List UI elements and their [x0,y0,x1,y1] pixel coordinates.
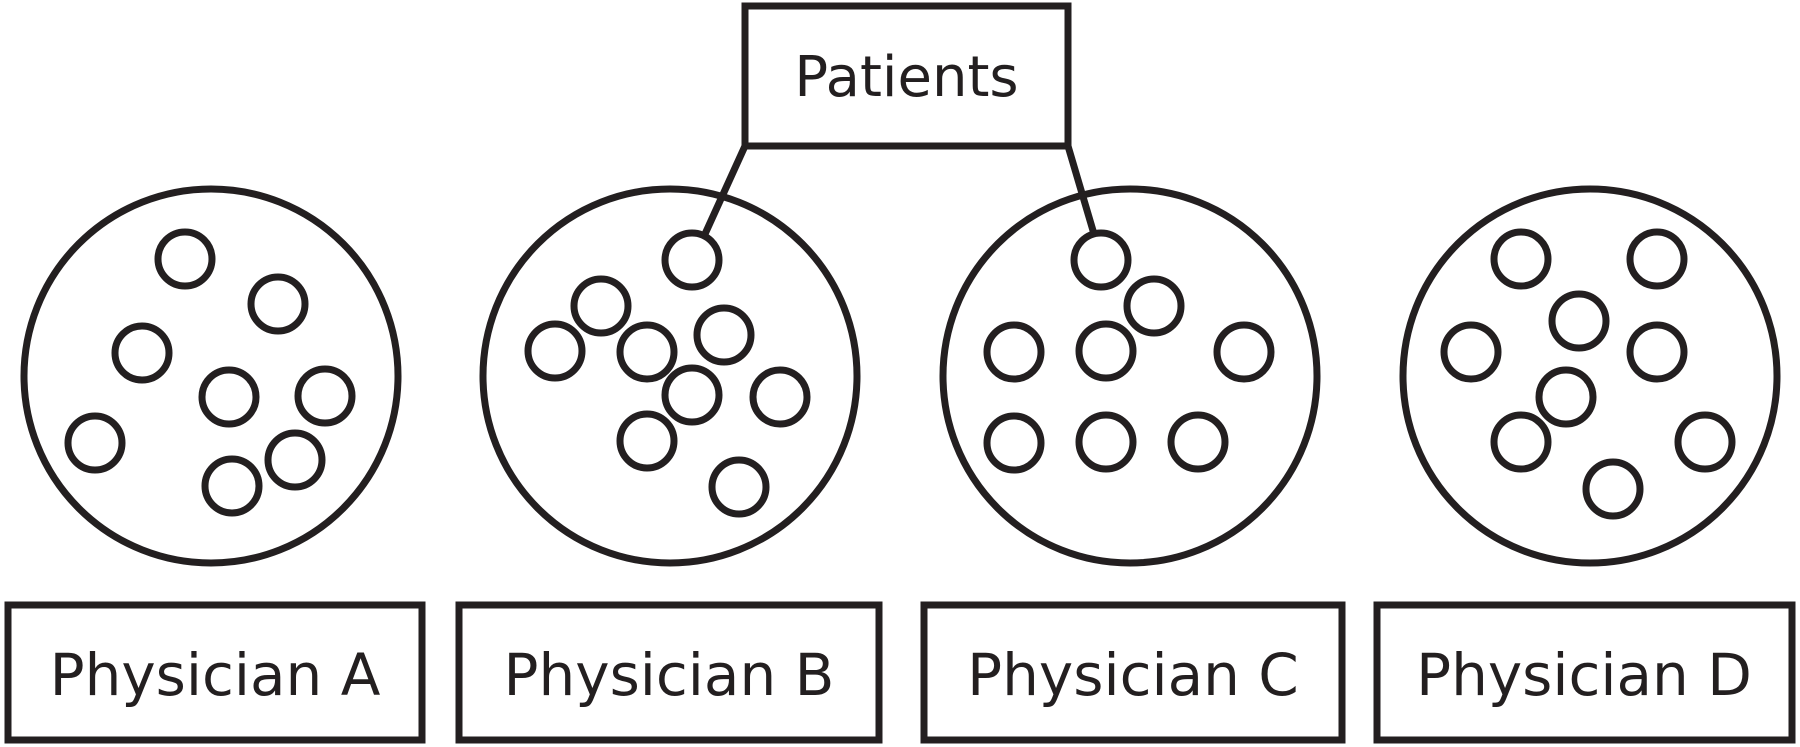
patient-dot [749,366,811,428]
physician-d-box [1373,601,1796,744]
patient-dot [570,275,632,337]
patient-dot [1075,320,1137,382]
patients-header-box [741,2,1072,150]
patient-dot [1490,228,1552,290]
connector-line-to-physician-b [701,144,749,236]
physician-a-box [4,601,426,744]
patient-dots-c [983,229,1275,474]
patients-header-label: Patients [794,45,1018,110]
patient-dot [154,228,216,290]
patient-dots-d [1440,228,1736,520]
patient-dot [1123,275,1185,337]
patient-dot [708,456,770,518]
patient-dot [1070,229,1132,291]
patient-dot [983,321,1045,383]
patient-pool-circle-b [479,185,861,567]
physician-b-label: Physician B [504,641,835,709]
patient-dot [1167,411,1229,473]
patient-dot [247,273,309,335]
physician-a-label: Physician A [50,641,381,709]
patient-dot [616,410,678,472]
patient-pool-circle-c [939,185,1321,567]
patient-dot [294,365,356,427]
physician-a-group: Physician A [4,185,426,744]
patient-dot [1535,366,1597,428]
patient-dot [983,412,1045,474]
connector-line-to-physician-c [1064,145,1098,235]
patient-dot [111,322,173,384]
patient-dot [1674,411,1736,473]
patient-dots-a [64,228,356,517]
patient-dot [693,304,755,366]
physician-c-group: Physician C [920,185,1346,744]
patient-pool-circle-d [1399,185,1781,567]
patient-dot [616,321,678,383]
patient-dot [1626,228,1688,290]
patient-dot [264,429,326,491]
patient-dot [1582,458,1644,520]
patient-dot [198,366,260,428]
patient-dot [1626,321,1688,383]
patient-dot [64,412,126,474]
patient-pool-circle-a [20,185,402,567]
patient-dot [1075,411,1137,473]
patient-dot [524,320,586,382]
patients-header: Patients [741,2,1072,150]
physician-b-box [455,601,883,744]
patient-dot [1213,321,1275,383]
patient-dot [1440,321,1502,383]
physician-d-group: Physician D [1373,185,1796,744]
patient-dots-b [524,229,811,518]
patient-dot [661,229,723,291]
patient-dot [1548,290,1610,352]
physician-b-group: Physician B [455,185,883,744]
physician-c-box [920,601,1346,744]
physician-c-label: Physician C [967,641,1299,709]
patient-dot [661,364,723,426]
physician-d-label: Physician D [1416,641,1752,709]
patient-dot [1490,411,1552,473]
patient-dot [201,455,263,517]
